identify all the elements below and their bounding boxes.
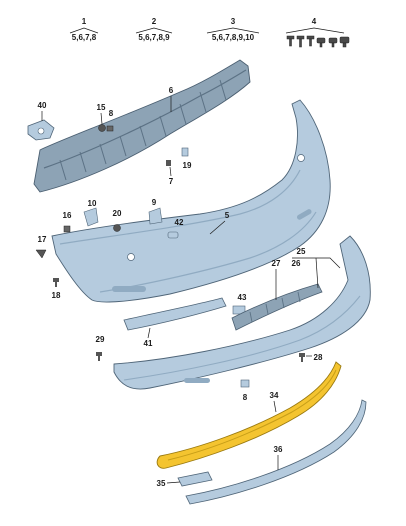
callout-34: 34 (270, 391, 279, 400)
part-42-sensor[interactable] (167, 231, 179, 239)
part-6-impact-absorber[interactable] (33, 59, 251, 193)
callout-42: 42 (175, 218, 184, 227)
callout-26: 26 (292, 259, 301, 268)
callout-25: 25 (297, 247, 306, 256)
callout-10: 10 (88, 199, 97, 208)
part-34-trim-molding[interactable] (156, 361, 342, 469)
part-28-screw[interactable] (299, 353, 305, 362)
screw-icon (286, 35, 295, 47)
part-15-nut[interactable] (98, 124, 106, 132)
callout-8: 8 (109, 109, 114, 118)
callout-29: 29 (96, 335, 105, 344)
group-header-1[interactable]: 1 5,6,7,8 (69, 17, 99, 42)
part-29-screw[interactable] (96, 352, 102, 361)
callout-17: 17 (38, 235, 47, 244)
part-17-clip[interactable] (35, 249, 47, 259)
callout-16: 16 (63, 211, 72, 220)
callout-6: 6 (169, 86, 174, 95)
group-header-3[interactable]: 3 5,6,7,8,9,10 (206, 17, 260, 42)
callout-28: 28 (314, 353, 323, 362)
screw-icon (296, 35, 305, 48)
part-35-insert[interactable] (177, 471, 213, 487)
part-43-bracket[interactable] (232, 305, 246, 315)
callout-35: 35 (157, 479, 166, 488)
callout-18: 18 (52, 291, 61, 300)
part-36-lower-strip[interactable] (185, 399, 367, 505)
clip-icon (316, 37, 326, 48)
part-8-clip-lower[interactable] (240, 379, 250, 388)
group-items-3: 5,6,7,8,9,10 (212, 33, 255, 42)
part-16-clip[interactable] (63, 225, 71, 233)
callout-19: 19 (183, 161, 192, 170)
callout-20: 20 (113, 209, 122, 218)
part-18-screw[interactable] (53, 278, 59, 287)
callout-15: 15 (97, 103, 106, 112)
callout-43: 43 (238, 293, 247, 302)
part-9-bracket[interactable] (148, 207, 163, 225)
group-number-4: 4 (312, 17, 317, 26)
clip-icon (339, 36, 350, 48)
callout-7: 7 (169, 177, 174, 186)
callout-9: 9 (152, 198, 157, 207)
group-number-2: 2 (152, 17, 157, 26)
callout-8-lower: 8 (243, 393, 248, 402)
callout-5: 5 (225, 211, 230, 220)
screw-icon (306, 35, 315, 47)
group-items-1: 5,6,7,8 (72, 33, 97, 42)
callout-41: 41 (144, 339, 153, 348)
group-number-3: 3 (231, 17, 236, 26)
part-10-bracket[interactable] (83, 207, 99, 227)
part-8-clip[interactable] (106, 125, 114, 132)
part-41-trim-strip[interactable] (123, 297, 227, 331)
group-number-1: 1 (82, 17, 87, 26)
part-40-bracket[interactable] (27, 119, 55, 141)
part-20-nut[interactable] (113, 224, 121, 232)
group-header-2[interactable]: 2 5,6,7,8,9 (135, 17, 173, 42)
part-7-bolt[interactable] (166, 160, 171, 166)
clip-icon (328, 37, 338, 48)
callout-27: 27 (272, 259, 281, 268)
part-27-diffuser[interactable] (231, 283, 323, 331)
part-19-clip[interactable] (181, 147, 189, 157)
part-5-bumper-cover[interactable] (51, 99, 331, 303)
callout-36: 36 (274, 445, 283, 454)
fastener-set-icons (286, 35, 350, 48)
part-25-lower-valance[interactable] (113, 235, 371, 390)
group-header-4[interactable]: 4 (285, 17, 345, 34)
group-items-2: 5,6,7,8,9 (138, 33, 170, 42)
callout-40: 40 (38, 101, 47, 110)
